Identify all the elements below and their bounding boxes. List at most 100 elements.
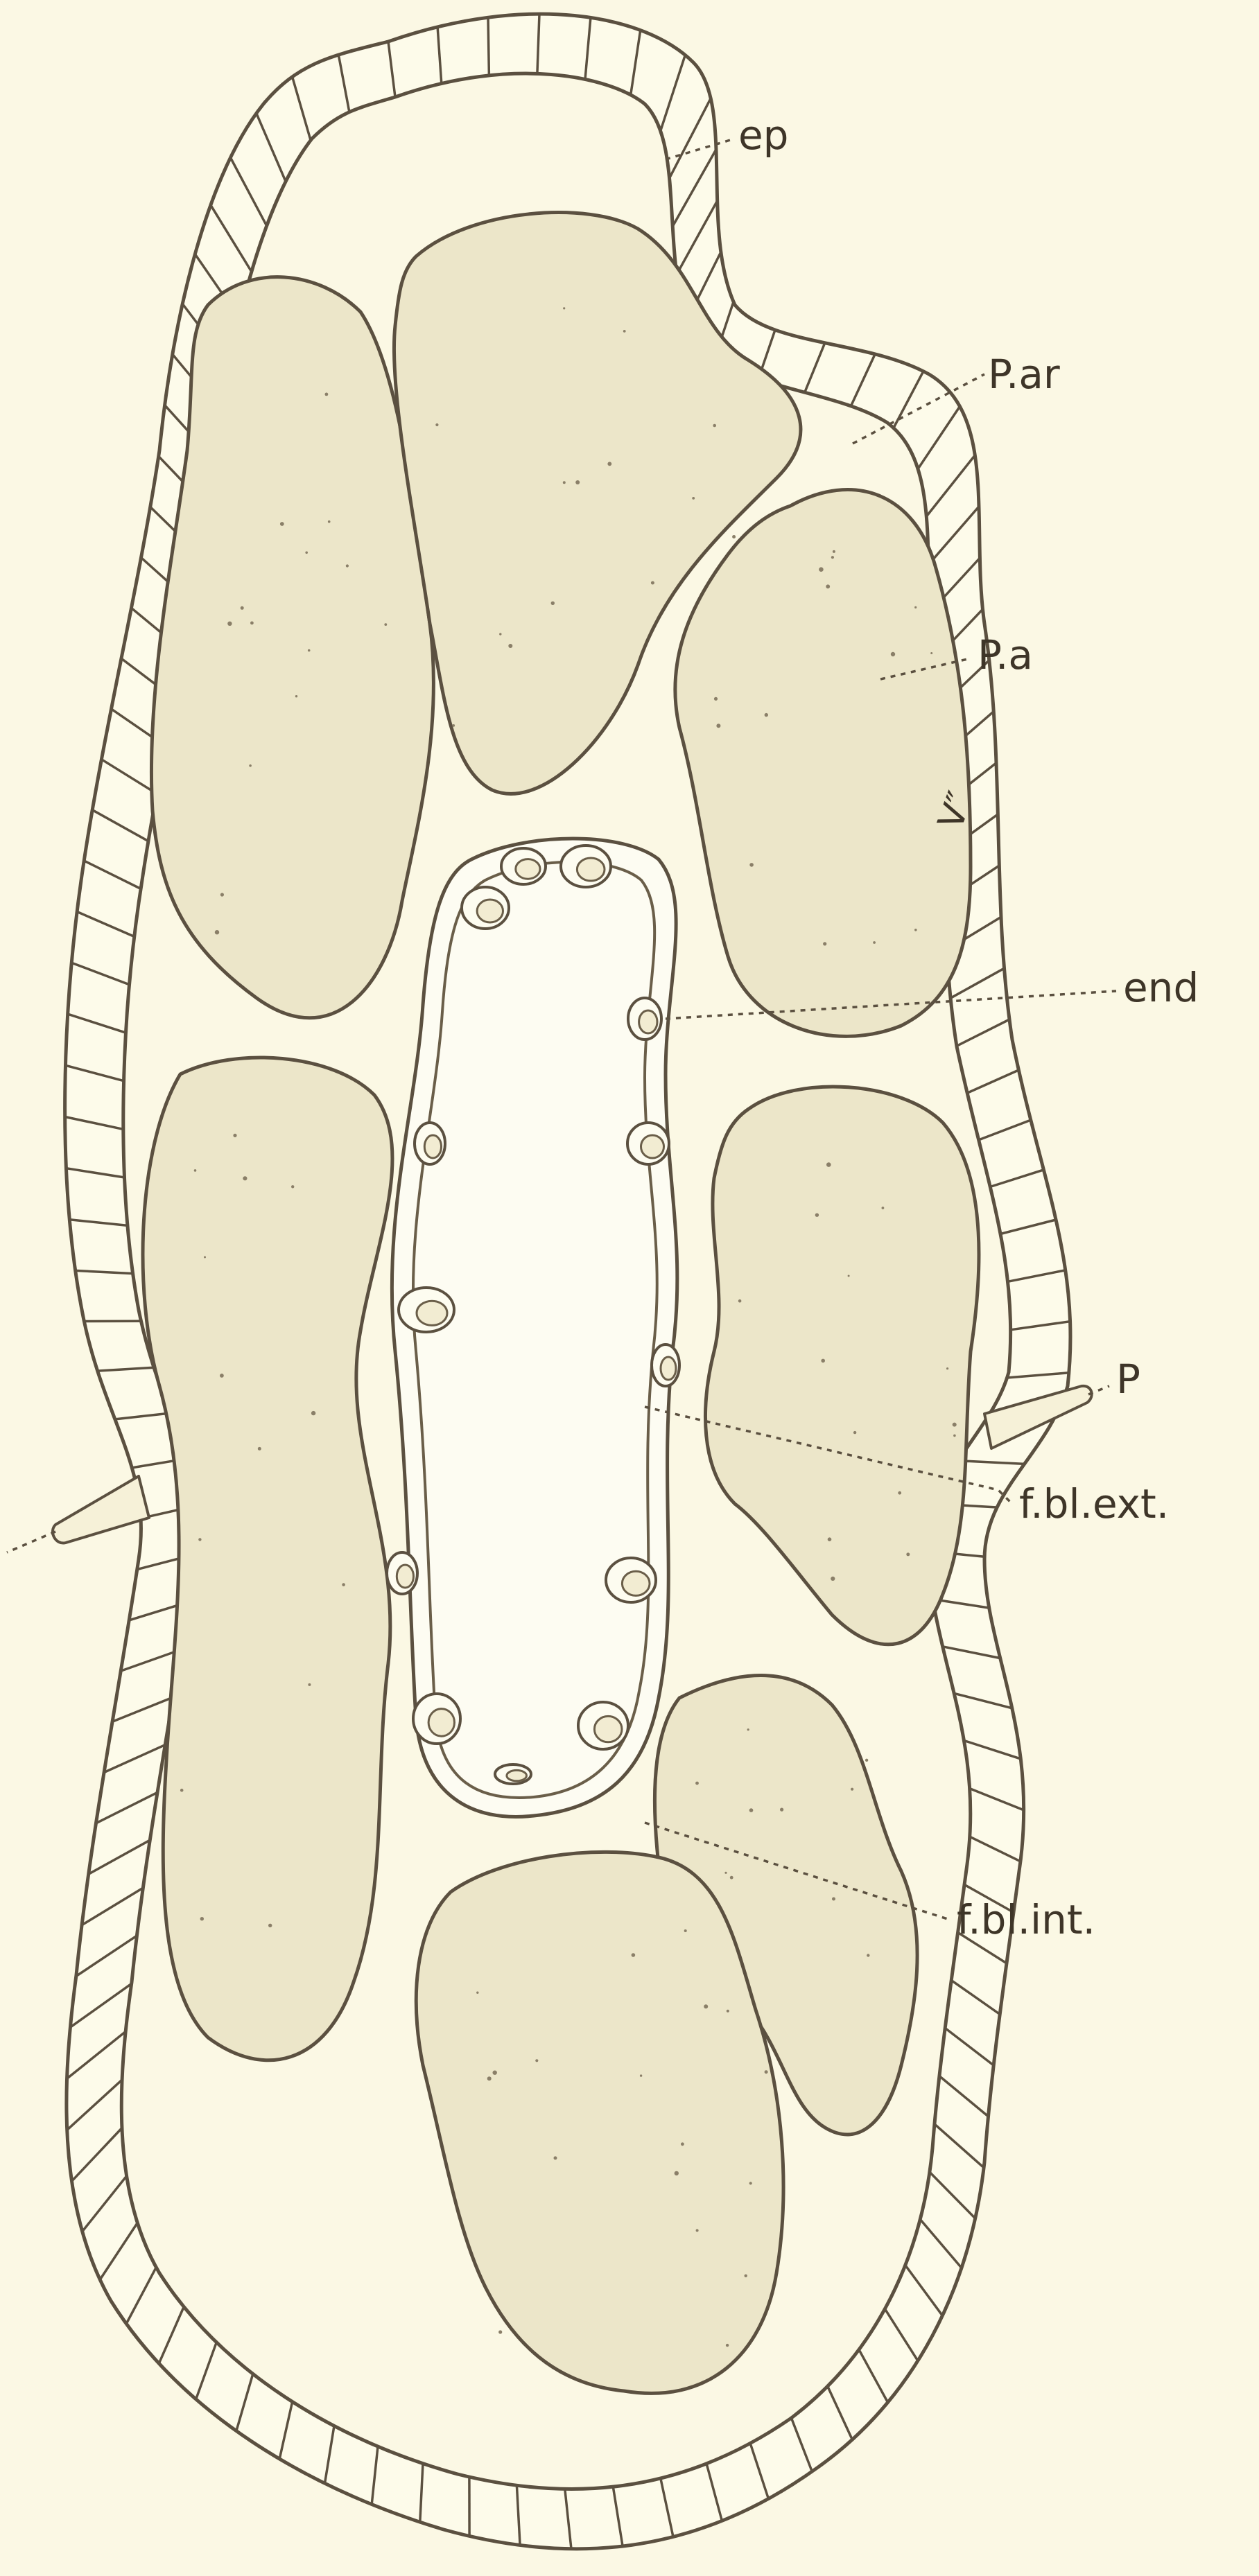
- blood-cell-nucleus: [661, 1357, 676, 1380]
- stipple-dot: [384, 623, 387, 626]
- label-fblext: f.bl.ext.: [1019, 1480, 1169, 1527]
- label-end: end: [1123, 964, 1199, 1011]
- stipple-dot: [853, 1431, 856, 1434]
- stipple-dot: [749, 2182, 752, 2184]
- stipple-dot: [499, 633, 501, 635]
- stipple-dot: [692, 497, 695, 500]
- stipple-dot: [726, 2344, 729, 2347]
- stipple-dot: [535, 2059, 538, 2062]
- stipple-dot: [833, 550, 835, 553]
- label-fblint: f.bl.int.: [957, 1896, 1095, 1943]
- stipple-dot: [200, 1917, 204, 1920]
- stipple-dot: [280, 522, 284, 526]
- stipple-dot: [623, 330, 626, 333]
- stipple-dot: [632, 1953, 636, 1957]
- stipple-dot: [498, 2330, 502, 2333]
- stipple-dot: [194, 1169, 197, 1172]
- stipple-dot: [180, 1789, 184, 1792]
- stipple-dot: [821, 1359, 825, 1363]
- stipple-dot: [308, 649, 311, 652]
- stipple-dot: [826, 584, 830, 588]
- stipple-dot: [308, 1683, 311, 1686]
- stipple-dot: [227, 622, 232, 626]
- stipple-dot: [563, 481, 566, 484]
- stipple-dot: [435, 423, 438, 426]
- stipple-dot: [831, 1577, 835, 1581]
- stipple-dot: [749, 1808, 754, 1812]
- stipple-dot: [291, 1185, 294, 1188]
- stipple-dot: [198, 1538, 201, 1541]
- stipple-dot: [765, 2070, 768, 2074]
- stipple-dot: [765, 713, 768, 717]
- stipple-dot: [823, 942, 826, 945]
- stipple-dot: [865, 1759, 868, 1762]
- stipple-dot: [476, 1992, 478, 1994]
- stipple-dot: [716, 724, 720, 728]
- stipple-dot: [551, 602, 555, 605]
- stipple-dot: [311, 1411, 315, 1415]
- stipple-dot: [215, 930, 219, 934]
- stipple-dot: [815, 1213, 819, 1217]
- stipple-dot: [493, 2071, 497, 2075]
- stipple-dot: [346, 564, 349, 567]
- stipple-dot: [204, 1256, 206, 1259]
- stipple-dot: [914, 606, 917, 608]
- blood-cell-nucleus: [639, 1010, 657, 1033]
- stipple-dot: [819, 567, 824, 572]
- blood-cell-nucleus: [477, 900, 503, 922]
- stipple-dot: [953, 1435, 956, 1437]
- stipple-dot: [250, 622, 254, 625]
- stipple-dot: [249, 764, 252, 767]
- stipple-dot: [233, 1134, 236, 1137]
- stipple-dot: [724, 1872, 727, 1874]
- lobe-upper-left: [151, 277, 433, 1018]
- stipple-dot: [745, 2275, 747, 2277]
- label-par: P.ar: [988, 351, 1060, 398]
- stipple-dot: [780, 1808, 783, 1812]
- stipple-dot: [930, 652, 932, 654]
- stipple-dot: [258, 1447, 261, 1451]
- stipple-dot: [695, 1782, 699, 1785]
- stipple-dot: [732, 535, 736, 538]
- stipple-dot: [651, 581, 654, 585]
- stipple-dot: [681, 2142, 684, 2146]
- blood-cell-nucleus: [622, 1571, 650, 1595]
- label-pa: P.a: [978, 631, 1033, 678]
- stipple-dot: [243, 1176, 247, 1180]
- stipple-dot: [831, 556, 834, 559]
- stipple-dot: [953, 1423, 957, 1427]
- stipple-dot: [684, 1929, 687, 1932]
- stipple-dot: [828, 1537, 832, 1541]
- stipple-dot: [749, 863, 754, 867]
- blood-cell-nucleus: [507, 1770, 527, 1780]
- stipple-dot: [851, 1788, 853, 1791]
- blood-cell-nucleus: [577, 858, 605, 881]
- stipple-dot: [220, 1374, 224, 1378]
- stipple-dot: [906, 1552, 910, 1556]
- blood-cell-nucleus: [594, 1716, 622, 1742]
- stipple-dot: [675, 2171, 679, 2175]
- stipple-dot: [738, 1299, 742, 1303]
- blood-cell-nucleus: [397, 1565, 413, 1588]
- stipple-dot: [848, 1275, 850, 1277]
- stipple-dot: [241, 606, 244, 610]
- stipple-dot: [714, 697, 718, 701]
- stipple-dot: [305, 552, 308, 554]
- leader-left-spine: [7, 1532, 55, 1552]
- stipple-dot: [713, 424, 716, 428]
- stipple-dot: [342, 1583, 345, 1586]
- stipple-dot: [452, 724, 455, 727]
- blood-cell-nucleus: [516, 859, 540, 879]
- stipple-dot: [882, 1207, 885, 1209]
- stipple-dot: [607, 462, 611, 466]
- stipple-dot: [325, 393, 329, 396]
- stipple-dot: [873, 941, 876, 944]
- stipple-dot: [867, 1954, 869, 1956]
- stipple-dot: [220, 893, 224, 896]
- stipple-dot: [832, 1898, 835, 1901]
- epidermis-cell-wall: [488, 17, 489, 76]
- stipple-dot: [268, 1924, 272, 1927]
- stipple-dot: [508, 644, 512, 648]
- stipple-dot: [563, 307, 565, 309]
